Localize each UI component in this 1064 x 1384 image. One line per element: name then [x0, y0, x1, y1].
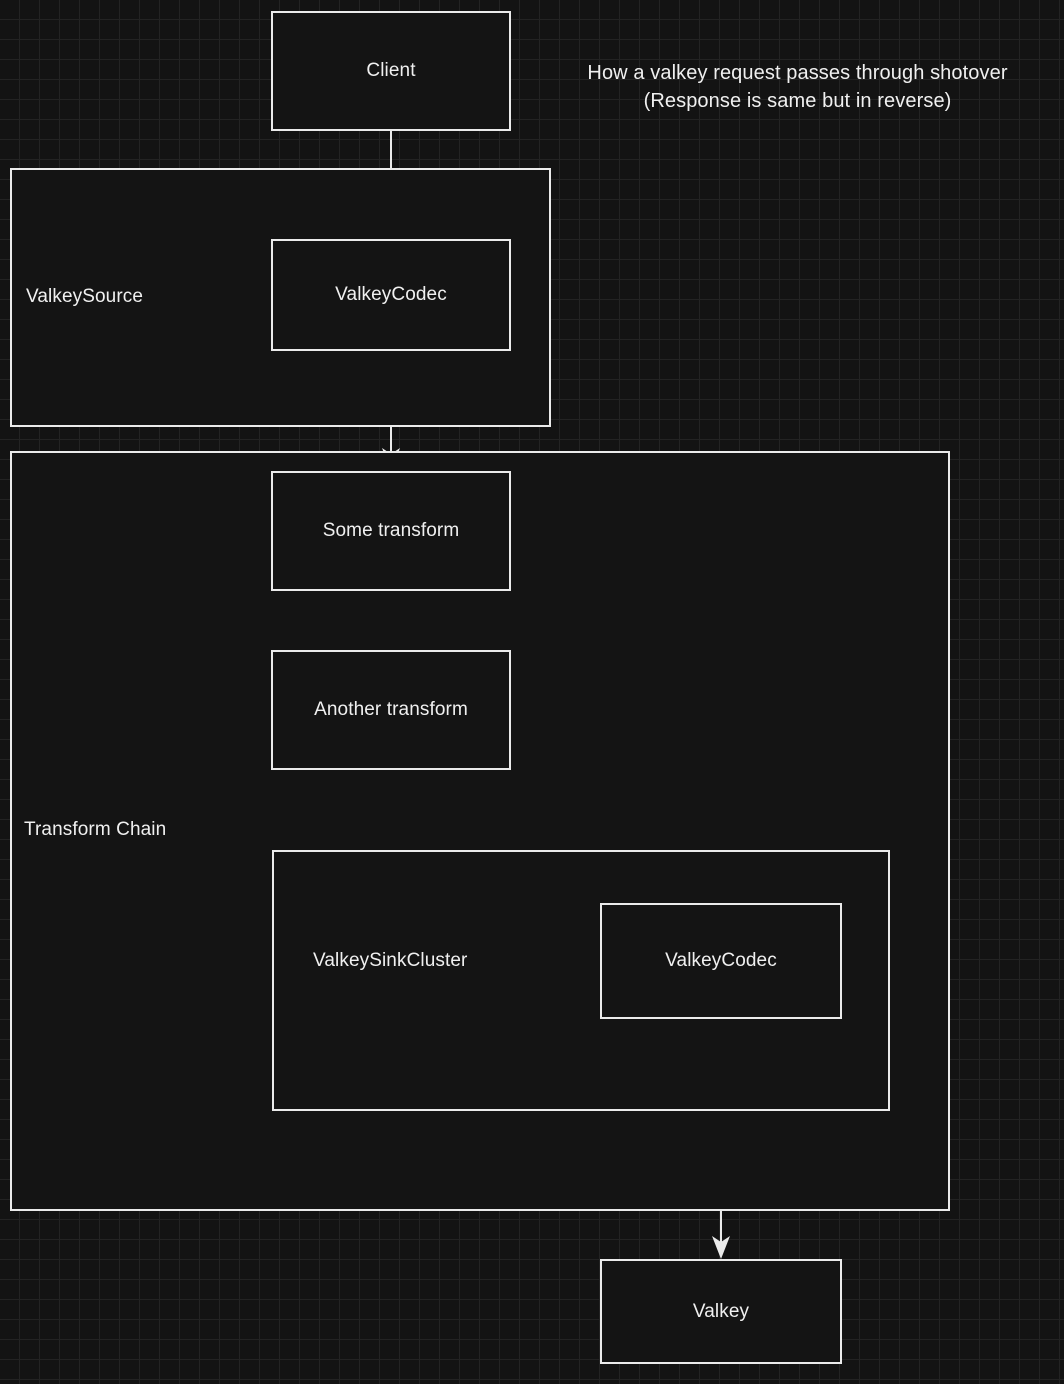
node-some-transform[interactable]: Some transform [271, 471, 511, 591]
node-another-transform[interactable]: Another transform [271, 650, 511, 770]
group-valkey-sink-cluster-label: ValkeySinkCluster [313, 950, 468, 971]
group-transform-chain-label: Transform Chain [24, 819, 167, 840]
diagram-title-line-2: (Response is same but in reverse) [643, 90, 952, 113]
arrow-head-sink-codec-to-valkey [712, 1236, 730, 1259]
node-valkey[interactable]: Valkey [600, 1259, 842, 1364]
group-valkey-source-label: ValkeySource [26, 286, 144, 307]
diagram-title: How a valkey request passes through shot… [531, 59, 1064, 116]
node-client[interactable]: Client [271, 11, 511, 131]
node-sink-valkey-codec[interactable]: ValkeyCodec [600, 903, 842, 1019]
node-source-valkey-codec[interactable]: ValkeyCodec [271, 239, 511, 351]
diagram-title-line-1: How a valkey request passes through shot… [587, 62, 1008, 84]
